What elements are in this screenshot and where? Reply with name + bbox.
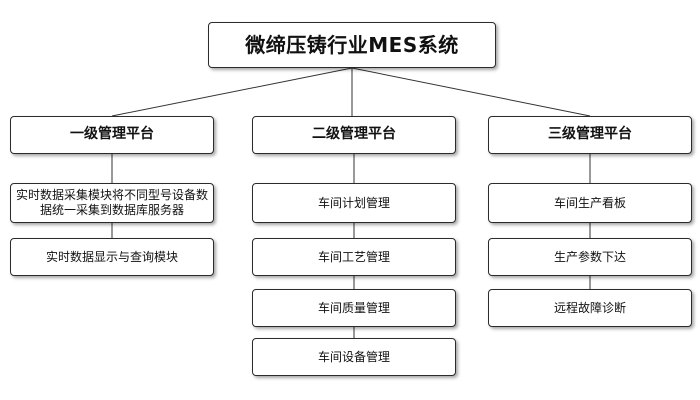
platform-3-item-1: 车间生产看板	[488, 183, 692, 223]
platform-3-item-2: 生产参数下达	[488, 238, 692, 276]
platform-1-title: 一级管理平台	[10, 116, 214, 154]
platform-3-title: 三级管理平台	[488, 116, 692, 154]
platform-2-item-4: 车间设备管理	[252, 338, 456, 376]
platform-3-item-3: 远程故障诊断	[488, 289, 692, 327]
platform-2-title: 二级管理平台	[252, 116, 456, 154]
root-system-title: 微缔压铸行业MES系统	[208, 22, 496, 68]
platform-2-item-1: 车间计划管理	[252, 183, 456, 223]
connector-root-platform-1	[111, 67, 353, 117]
platform-1-item-1: 实时数据采集模块将不同型号设备数据统一采集到数据库服务器	[10, 183, 214, 223]
platform-2-item-2: 车间工艺管理	[252, 238, 456, 276]
platform-2-item-3: 车间质量管理	[252, 289, 456, 327]
platform-1-item-2: 实时数据显示与查询模块	[10, 238, 214, 276]
connector-root-platform-3	[351, 67, 591, 117]
